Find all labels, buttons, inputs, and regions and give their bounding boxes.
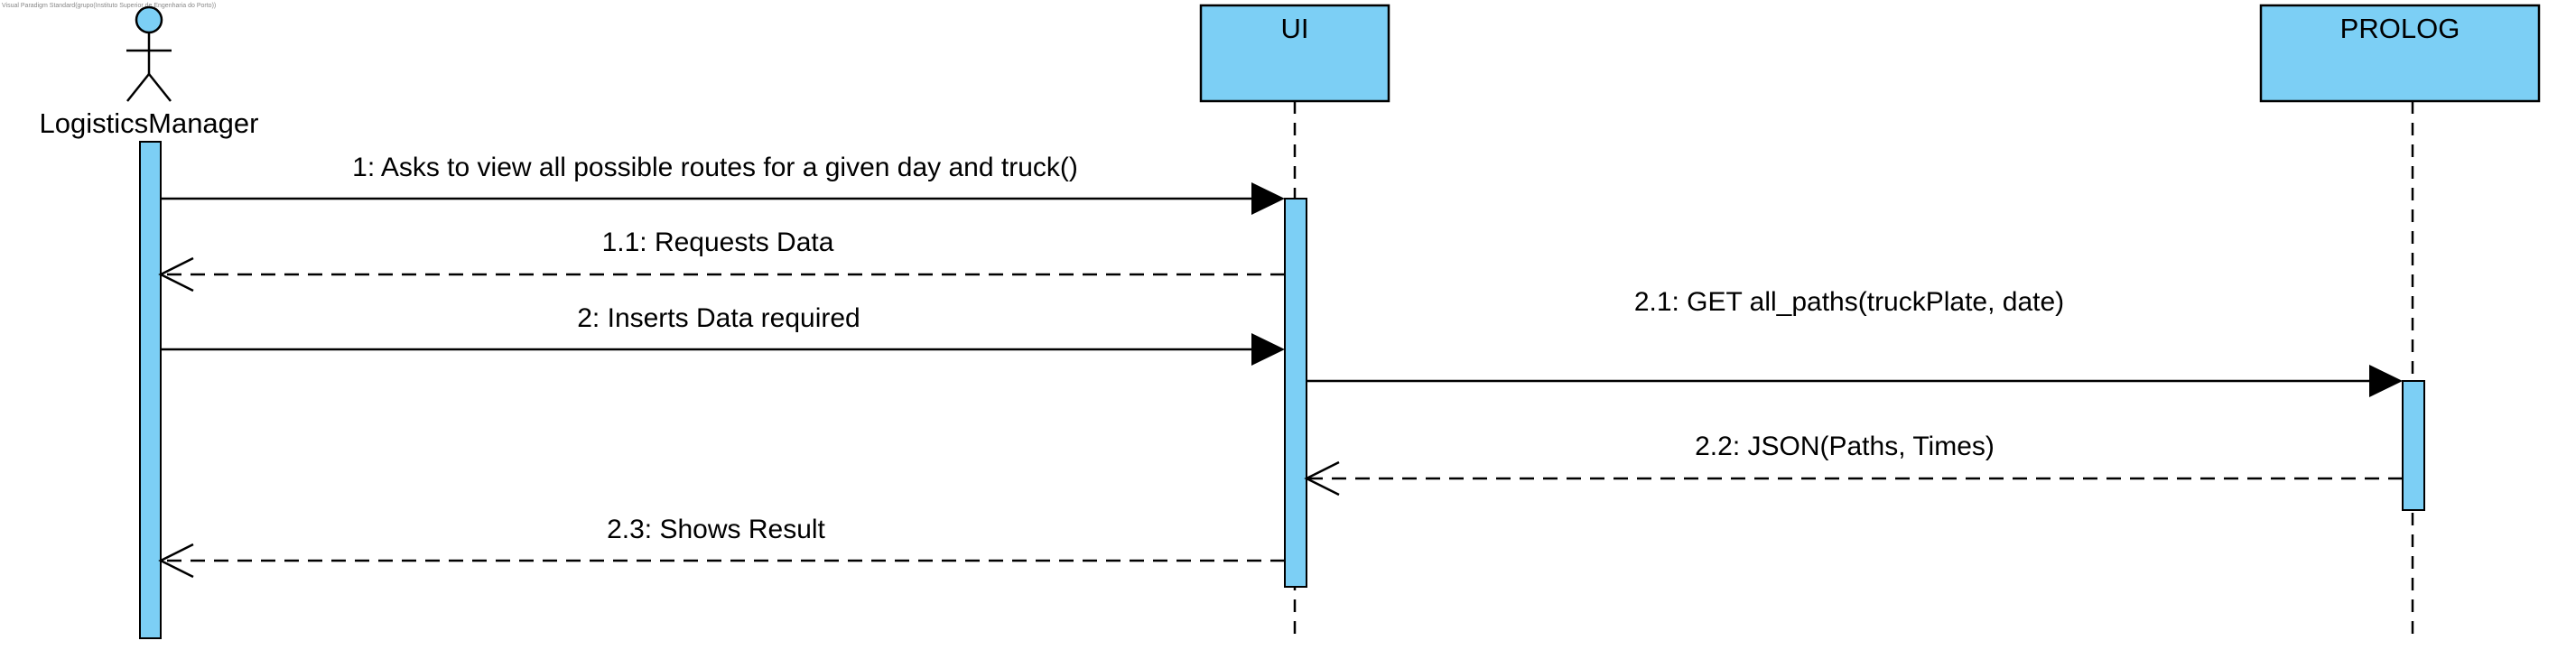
message-2-3[interactable]: 2.3: Shows Result <box>158 515 1285 579</box>
actor-logistics-manager[interactable]: LogisticsManager <box>40 5 259 139</box>
message-1-arrowhead-icon <box>1251 182 1285 215</box>
participant-ui-label: UI <box>1281 13 1309 44</box>
watermark-text: Visual Paradigm Standard(grupo(Instituto… <box>2 3 216 9</box>
message-1-1-open-arrow-icon <box>158 256 194 292</box>
participant-ui[interactable]: UI <box>1199 4 1390 103</box>
message-2[interactable]: 2: Inserts Data required <box>161 303 1285 366</box>
message-1-label: 1: Asks to view all possible routes for … <box>352 153 1078 182</box>
message-1-1[interactable]: 1.1: Requests Data <box>158 228 1285 292</box>
message-2-arrowhead-icon <box>1251 333 1285 366</box>
actor-activation-bar <box>139 141 162 639</box>
message-2-label: 2: Inserts Data required <box>577 303 860 333</box>
actor-left-leg <box>126 73 150 102</box>
prolog-activation-bar <box>2402 380 2425 511</box>
participant-prolog-box <box>2259 4 2541 103</box>
message-2-1-arrowhead-icon <box>2369 365 2403 397</box>
ui-activation-bar <box>1284 198 1307 588</box>
message-2-2[interactable]: 2.2: JSON(Paths, Times) <box>1304 432 2403 497</box>
message-1[interactable]: 1: Asks to view all possible routes for … <box>161 153 1285 215</box>
message-2-3-open-arrow-icon <box>158 543 194 579</box>
participant-prolog[interactable]: PROLOG <box>2259 4 2541 103</box>
message-2-3-label: 2.3: Shows Result <box>607 515 825 544</box>
message-2-2-open-arrow-icon <box>1304 460 1340 497</box>
message-1-1-label: 1.1: Requests Data <box>602 228 834 257</box>
actor-label: LogisticsManager <box>40 107 259 139</box>
message-2-1[interactable]: 2.1: GET all_paths(truckPlate, date) <box>1307 287 2403 397</box>
actor-head <box>135 5 163 34</box>
participant-prolog-label: PROLOG <box>2340 13 2460 44</box>
participant-ui-box <box>1199 4 1390 103</box>
actor-right-leg <box>148 73 172 102</box>
message-2-2-label: 2.2: JSON(Paths, Times) <box>1695 432 1995 461</box>
message-2-1-label: 2.1: GET all_paths(truckPlate, date) <box>1634 287 2064 317</box>
